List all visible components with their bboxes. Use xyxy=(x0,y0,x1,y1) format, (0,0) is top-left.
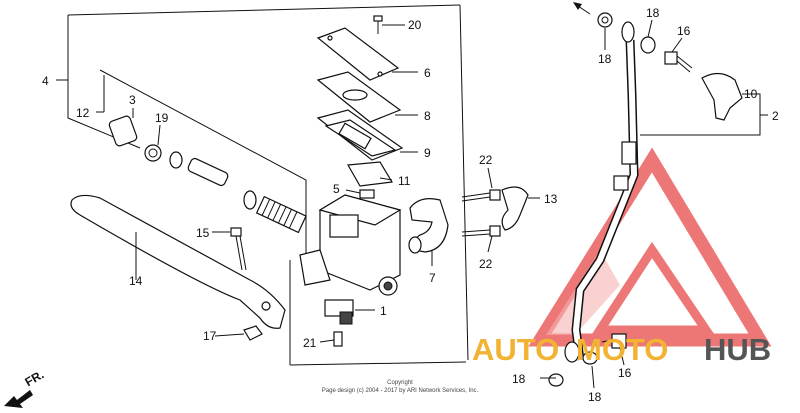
callout-10: 10 xyxy=(744,87,758,101)
bolt-22-upper xyxy=(461,189,501,202)
callout-3: 3 xyxy=(129,93,136,107)
callout-11: 11 xyxy=(398,174,411,188)
callout-4: 4 xyxy=(42,74,49,88)
callout-labels: 20 6 8 9 11 5 7 1 21 4 12 3 19 15 14 17 … xyxy=(23,6,779,404)
watermark-logo xyxy=(528,147,772,347)
watermark-text: AUTO MOTO HUB xyxy=(472,332,771,367)
front-direction-arrow-icon xyxy=(4,390,33,408)
brake-lever-14 xyxy=(70,194,286,329)
washer-18-top-left xyxy=(597,12,613,28)
callout-13: 13 xyxy=(544,192,558,206)
master-cylinder-body xyxy=(299,194,402,296)
watermark-hub: HUB xyxy=(704,332,771,367)
callout-9: 9 xyxy=(424,146,431,160)
washer-18-bottom-left xyxy=(548,373,564,387)
callout-18-top-right: 18 xyxy=(646,6,660,20)
bolt-16-top xyxy=(664,51,693,73)
callout-18-top-left: 18 xyxy=(598,52,612,66)
brake-hose xyxy=(564,21,639,363)
clip-5 xyxy=(359,189,375,199)
callout-17: 17 xyxy=(203,329,217,343)
callout-12: 12 xyxy=(76,106,90,120)
plate-11 xyxy=(347,161,393,187)
nut-17 xyxy=(243,325,263,341)
callout-2: 2 xyxy=(772,109,779,123)
leader-lines xyxy=(132,19,768,389)
callout-15: 15 xyxy=(196,226,210,240)
callout-6: 6 xyxy=(424,66,431,80)
callout-18-bottom-right: 18 xyxy=(588,390,602,404)
bolt-22-lower xyxy=(461,225,501,237)
assembly-outline xyxy=(56,4,469,366)
bolt-15 xyxy=(230,227,247,271)
clamp-13 xyxy=(501,186,529,231)
callout-5: 5 xyxy=(333,182,340,196)
callout-1: 1 xyxy=(380,304,387,318)
callout-19: 19 xyxy=(155,111,169,125)
washer-18-top-right xyxy=(640,36,656,54)
screw-20 xyxy=(373,15,383,34)
bolt-16-bottom xyxy=(601,333,627,349)
callout-16-top: 16 xyxy=(677,24,691,38)
copyright-notice: Copyright Page design (c) 2004 - 2017 by… xyxy=(322,380,479,394)
piston-set xyxy=(108,115,307,234)
callout-16-bottom: 16 xyxy=(618,366,632,380)
callout-18-bottom-left: 18 xyxy=(512,372,526,386)
front-direction-label: FR. xyxy=(23,367,47,389)
callout-14: 14 xyxy=(129,274,143,288)
boot-10 xyxy=(701,72,743,121)
callout-22-upper: 22 xyxy=(479,153,493,167)
reservoir-cap xyxy=(316,27,404,161)
callout-20: 20 xyxy=(408,18,422,32)
arrow-up-icon xyxy=(573,2,591,15)
watermark-auto: AUTO xyxy=(472,332,559,367)
switch-1 xyxy=(324,299,354,325)
callout-22-lower: 22 xyxy=(479,257,493,271)
watermark-moto: MOTO xyxy=(576,332,668,367)
copyright-line-1: Copyright xyxy=(387,380,413,386)
copyright-line-2: Page design (c) 2004 - 2017 by ARI Netwo… xyxy=(322,388,479,394)
callout-21: 21 xyxy=(303,336,317,350)
washer-18-bottom-right xyxy=(582,351,598,365)
callout-7: 7 xyxy=(429,271,436,285)
callout-8: 8 xyxy=(424,109,431,123)
screw-21 xyxy=(333,331,343,347)
holder-7 xyxy=(408,198,449,254)
